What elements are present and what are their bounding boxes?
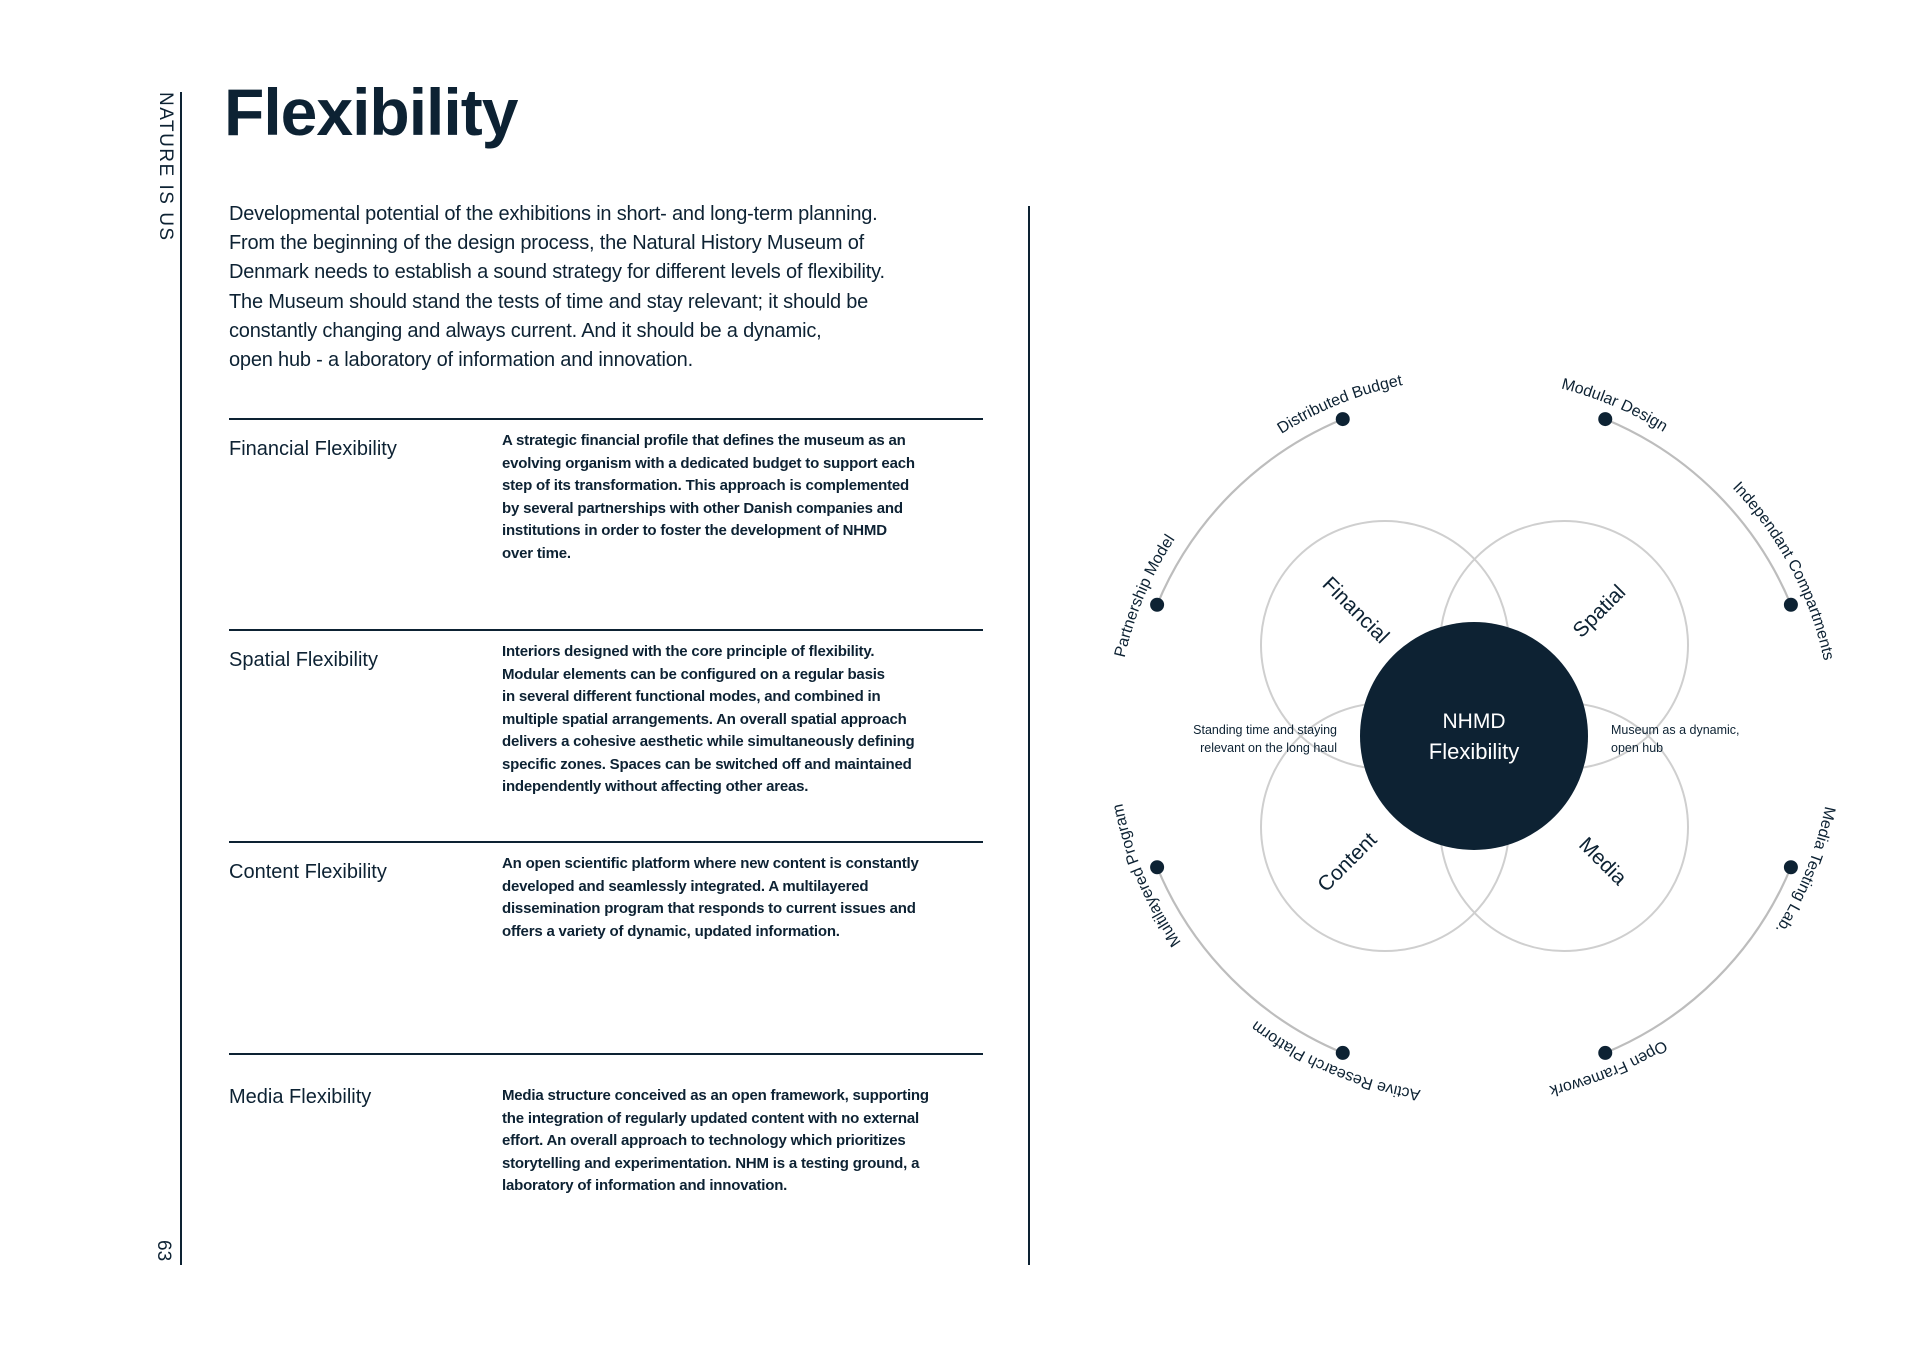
description-line: Modular elements can be configured on a … (502, 665, 885, 683)
section-description: A strategic financial profile that defin… (502, 430, 915, 565)
description-line: delivers a cohesive aesthetic while simu… (502, 733, 915, 750)
description-line: Interiors designed with the core princip… (502, 643, 875, 660)
section-title: Media Flexibility (229, 1086, 372, 1108)
description-line: the integration of regularly updated con… (502, 1109, 919, 1127)
description-line: evolving organism with a dedicated budge… (502, 454, 915, 472)
intro-line: Developmental potential of the exhibitio… (229, 203, 878, 225)
center-title-line1: NHMD (1443, 710, 1506, 733)
description-line: storytelling and experimentation. NHM is… (502, 1154, 920, 1172)
outer-arc (1604, 866, 1792, 1054)
center-title-line2: Flexibility (1429, 739, 1519, 764)
outer-label-text: Distributed Budget (1275, 372, 1405, 437)
petal-label-financial: Financial (1318, 573, 1394, 649)
left-divider (180, 92, 182, 1265)
description-line: effort. An overall approach to technolog… (502, 1132, 906, 1149)
outer-arc (1604, 418, 1792, 606)
node-dot (1150, 597, 1165, 612)
description-line: developed and seamlessly integrated. A m… (502, 877, 869, 895)
outer-label: Partnership Model (1112, 532, 1179, 659)
node-dot (1150, 860, 1165, 875)
outer-label-text: Media Testing Lab. (1772, 805, 1838, 937)
running-header: NATURE IS US (146, 92, 176, 242)
center-circle (1360, 622, 1588, 850)
outer-label-text: Partnership Model (1112, 532, 1179, 659)
node-dot (1335, 1045, 1350, 1060)
outer-label-text: Modular Design (1560, 376, 1671, 436)
outer-label: Multilayered Program (1110, 802, 1185, 949)
intro-line: The Museum should stand the tests of tim… (229, 290, 869, 313)
intro-line: From the beginning of the design process… (229, 232, 865, 255)
description-line: offers a variety of dynamic, updated inf… (502, 922, 840, 940)
outer-label: Independant Compartments (1729, 479, 1837, 662)
section-title: Content Flexibility (229, 861, 387, 883)
outer-label: Modular Design (1560, 376, 1671, 436)
right-note-line: open hub (1611, 741, 1663, 755)
center-divider (1028, 206, 1030, 1265)
petal-label-media: Media (1574, 833, 1631, 890)
intro-line: constantly changing and always current. … (229, 319, 822, 342)
description-line: dissemination program that responds to c… (502, 900, 916, 917)
flexibility-diagram: Distributed Budget Modular DesignIndepend… (1110, 372, 1838, 1103)
section-spatial: Spatial Flexibility Interiors designed wi… (229, 629, 983, 831)
section-content: Content Flexibility An open scientific pl… (229, 841, 983, 1043)
section-media: Media Flexibility Media structure conceiv… (229, 1053, 983, 1255)
outer-label: Active Research Platform (1249, 1017, 1422, 1103)
section-description: An open scientific platform where new co… (502, 853, 919, 943)
outer-label-text: Open Framework (1547, 1037, 1670, 1099)
petal-label-content: Content (1313, 828, 1381, 896)
outer-arc (1156, 418, 1344, 606)
section-financial: Financial Flexibility A strategic financi… (229, 418, 983, 620)
section-description: Interiors designed with the core princip… (502, 641, 915, 799)
outer-label: Open Framework (1547, 1037, 1670, 1099)
description-line: independently without affecting other ar… (502, 778, 809, 795)
outer-label: Media Testing Lab. (1772, 805, 1838, 937)
section-title: Financial Flexibility (229, 438, 397, 460)
description-line: multiple spatial arrangements. An overal… (502, 710, 907, 728)
description-line: institutions in order to foster the deve… (502, 522, 887, 539)
node-dot (1783, 860, 1798, 875)
outer-label-text: Independant Compartments (1729, 479, 1837, 662)
outer-label-text: Active Research Platform (1249, 1017, 1422, 1103)
right-note-line: Museum as a dynamic, (1611, 723, 1740, 737)
section-description: Media structure conceived as an open fra… (502, 1085, 929, 1198)
description-line: specific zones. Spaces can be switched o… (502, 755, 912, 773)
description-line: in several different functional modes, a… (502, 688, 881, 705)
description-line: Media structure conceived as an open fra… (502, 1087, 929, 1104)
description-line: An open scientific platform where new co… (502, 855, 919, 872)
description-line: by several partnerships with other Danis… (502, 499, 903, 517)
description-line: laboratory of information and innovation… (502, 1177, 788, 1194)
section-title: Spatial Flexibility (229, 649, 378, 671)
node-dot (1598, 1045, 1613, 1060)
page-number-text: 63 (153, 1240, 174, 1262)
node-dot (1598, 412, 1613, 427)
left-note-line: Standing time and staying (1193, 723, 1337, 737)
page-title: Flexibility (224, 75, 518, 149)
left-note-line: relevant on the long haul (1200, 741, 1337, 755)
description-line: A strategic financial profile that defin… (502, 432, 906, 449)
page-number: 63 (146, 1240, 176, 1270)
description-line: over time. (502, 544, 571, 562)
outer-label-text: Multilayered Program (1110, 802, 1185, 949)
petal-label-spatial: Spatial (1569, 581, 1631, 643)
node-dot (1335, 412, 1350, 427)
description-line: step of its transformation. This approac… (502, 477, 910, 494)
node-dot (1783, 597, 1798, 612)
running-header-text: NATURE IS US (155, 92, 176, 242)
intro-line: Denmark needs to establish a sound strat… (229, 261, 885, 284)
intro-line: open hub - a laboratory of information a… (229, 349, 693, 372)
outer-arc (1156, 866, 1344, 1054)
intro-paragraph: Developmental potential of the exhibitio… (229, 200, 885, 375)
outer-label: Distributed Budget (1275, 372, 1405, 437)
